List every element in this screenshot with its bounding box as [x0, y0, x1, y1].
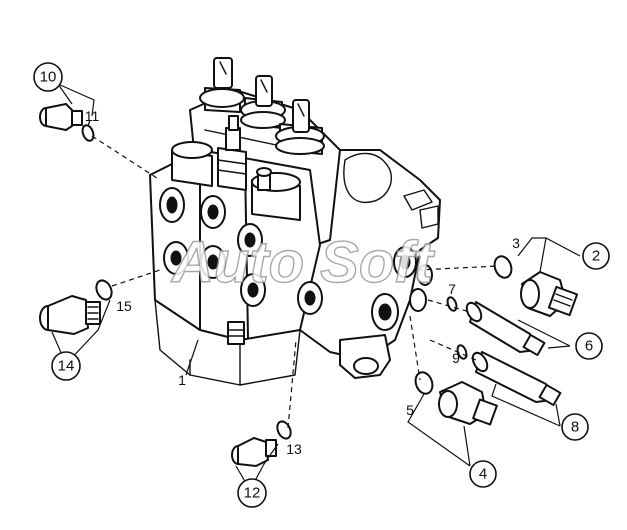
callout-7-label: 7 [448, 281, 456, 297]
check-valve-6 [465, 301, 546, 357]
callout-2-label: 2 [592, 248, 600, 265]
callout-1-label: 1 [178, 372, 186, 388]
callout-7: 7 [448, 281, 456, 297]
callout-9: 9 [452, 350, 460, 366]
o-ring-15 [95, 279, 113, 301]
o-ring-3 [493, 255, 513, 279]
check-valve-8 [471, 351, 562, 407]
callout-6: 6 [575, 332, 603, 360]
callout-14-label: 14 [58, 358, 75, 375]
fitting-2 [520, 271, 579, 317]
spool-handle-right [275, 99, 325, 155]
callout-2: 2 [582, 242, 610, 270]
callout-8: 8 [561, 413, 589, 441]
spool-handle-left [199, 57, 245, 113]
callout-9-label: 9 [452, 350, 460, 366]
callout-13-label: 13 [286, 441, 302, 457]
callout-10-label: 10 [40, 69, 57, 86]
o-ring-11 [81, 124, 95, 142]
callout-4-label: 4 [479, 466, 487, 483]
spool-handle-middle [240, 75, 286, 129]
callout-5-label: 5 [406, 402, 414, 418]
callout-8-label: 8 [571, 419, 579, 436]
o-ring-9 [456, 344, 468, 360]
fitting-12 [231, 437, 277, 467]
callout-15-label: 15 [116, 298, 132, 314]
callout-13: 13 [286, 441, 302, 457]
callout-5: 5 [406, 402, 414, 418]
callout-3: 3 [512, 235, 520, 251]
fitting-4 [438, 381, 498, 426]
fitting-10 [39, 103, 83, 131]
watermark-text: Auto Soft [170, 230, 436, 295]
o-ring-5 [414, 371, 434, 395]
callout-6-label: 6 [585, 338, 593, 355]
callout-12-label: 12 [244, 485, 261, 502]
callout-4: 4 [469, 460, 497, 488]
valve-block-assembly [149, 57, 441, 386]
callout-3-label: 3 [512, 235, 520, 251]
callout-1: 1 [178, 372, 186, 388]
o-ring-7 [446, 296, 458, 312]
explode-lines [91, 135, 499, 429]
callout-12: 12 [237, 478, 267, 508]
callout-11-label: 11 [85, 108, 100, 124]
callout-14: 14 [51, 351, 81, 381]
callout-15: 15 [116, 298, 132, 314]
fitting-14 [39, 295, 101, 335]
callout-11: 11 [85, 108, 100, 124]
o-ring-13 [276, 420, 292, 440]
callout-10: 10 [33, 62, 63, 92]
